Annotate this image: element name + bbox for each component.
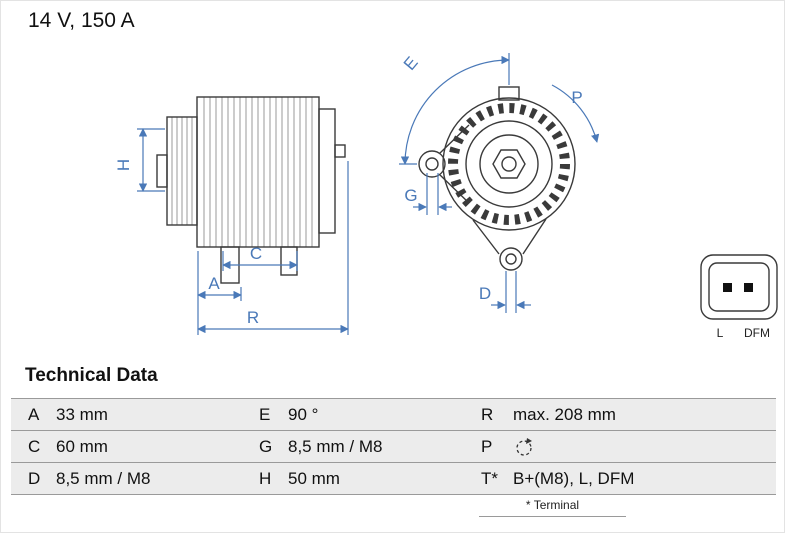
rotation-direction-icon (516, 437, 532, 456)
dim-label-g: G (404, 186, 417, 205)
table-row: C 60 mm G 8,5 mm / M8 P (11, 431, 776, 463)
terminal-footnote: * Terminal (479, 498, 626, 517)
alternator-front-view (418, 86, 576, 271)
table-value-cell: 60 mm (56, 436, 108, 456)
connector-label-l: L (717, 326, 724, 340)
table-value-cell: B+(M8), L, DFM (513, 468, 635, 488)
table-value-cell: 50 mm (288, 468, 340, 488)
dim-label-r: R (247, 308, 259, 327)
table-value-cell: 8,5 mm / M8 (56, 468, 151, 488)
dim-label-p: P (571, 88, 582, 107)
table-key-cell: H (259, 468, 272, 488)
side-view-dimensions: H A C R (114, 128, 349, 335)
product-spec-title: 14 V, 150 A (28, 9, 135, 32)
connector-view: L DFM (700, 254, 778, 340)
table-key-cell: D (28, 468, 41, 488)
table-key-cell: P (481, 436, 493, 456)
dim-label-h: H (114, 159, 133, 171)
table-key-cell: G (259, 436, 273, 456)
table-value-cell: 33 mm (56, 404, 108, 424)
table-key-cell: E (259, 404, 271, 424)
table-value-cell: max. 208 mm (513, 404, 616, 424)
technical-data-heading: Technical Data (25, 365, 158, 386)
table-key-cell: C (28, 436, 41, 456)
table-value-cell (513, 436, 776, 457)
dim-label-d: D (479, 284, 491, 303)
table-row: D 8,5 mm / M8 H 50 mm T* B+(M8), L, DFM (11, 463, 776, 495)
dim-label-c: C (250, 244, 262, 263)
connector-label-dfm: DFM (744, 326, 770, 340)
table-value-cell: 90 ° (288, 404, 319, 424)
front-view-dimensions: E P G D (399, 53, 600, 313)
connector-pin-dfm (744, 283, 753, 292)
table-value-cell: 8,5 mm / M8 (288, 436, 383, 456)
technical-drawing: H A C R (114, 53, 778, 340)
dim-label-e: E (400, 53, 422, 74)
table-row: A 33 mm E 90 ° R max. 208 mm (11, 399, 776, 431)
connector-pin-l (723, 283, 732, 292)
table-key-cell: T* (481, 468, 498, 488)
table-key-cell: A (28, 404, 40, 424)
technical-data-table: A 33 mm E 90 ° R max. 208 mm C 60 mm G 8… (11, 398, 776, 495)
table-key-cell: R (481, 404, 494, 424)
dim-label-a: A (208, 274, 220, 293)
